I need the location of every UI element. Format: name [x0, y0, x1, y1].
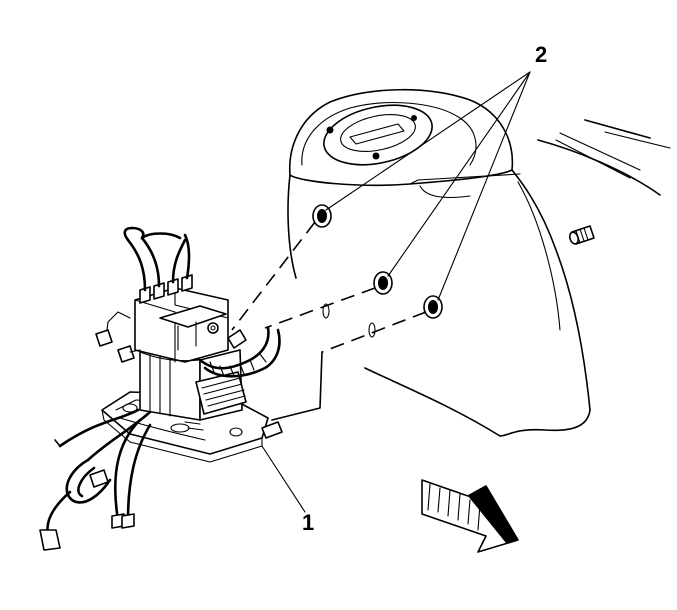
grommet-lower: [423, 295, 443, 319]
forward-arrow-icon: [421, 479, 519, 553]
callout-label-2: 2: [535, 42, 547, 67]
vehicle-body-panel: [287, 88, 591, 437]
abs-modulator-assembly: [39, 226, 283, 551]
vehicle-frame-lines: [537, 119, 671, 196]
alignment-lines: [231, 221, 427, 421]
callout-1-leader: [261, 445, 306, 513]
callout-2-leaders: [325, 71, 531, 301]
grommet-middle: [373, 271, 393, 295]
grommet-upper: [312, 204, 332, 228]
mounting-stud: [568, 225, 595, 245]
callout-label-1: 1: [302, 510, 314, 535]
